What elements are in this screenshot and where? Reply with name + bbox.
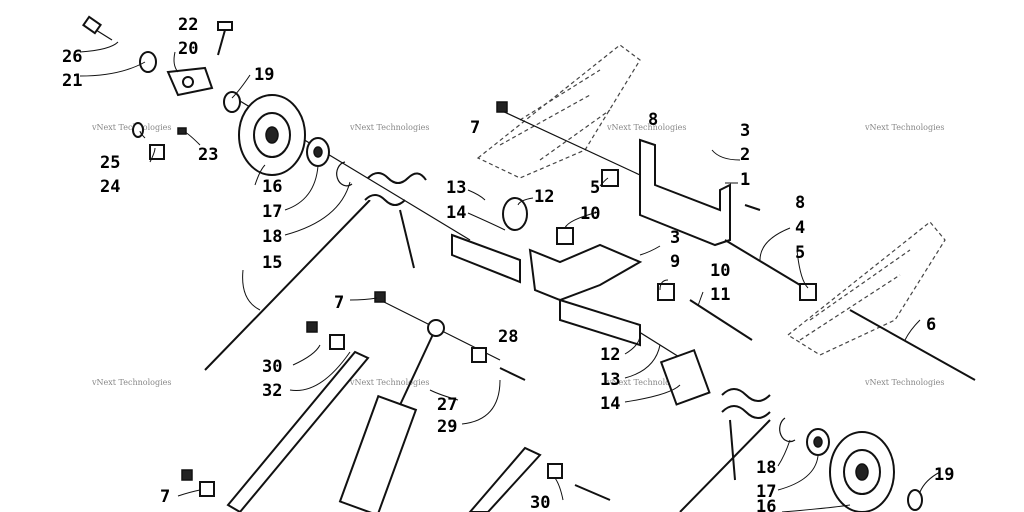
wheel-16 [238,94,306,176]
callout-8: 8 [795,193,805,213]
pin-23 [177,127,187,135]
callout-21: 21 [62,71,82,91]
callout-11: 11 [710,285,730,305]
callout-4: 4 [795,218,805,238]
callout-labels: 26 22 20 21 19 7 8 3 2 1 25 24 23 16 17 … [62,15,954,512]
bushings-upper-right [556,169,817,301]
watermark: vNext Technologies [91,378,171,387]
callout-32: 32 [262,381,282,401]
callout-7: 7 [334,293,344,313]
callout-18: 18 [262,227,282,247]
washer-19 [223,91,241,113]
callout-18: 18 [756,458,776,478]
watermark: vNext Technologies [349,378,429,387]
watermark: vNext Technologies [606,378,686,387]
callout-27: 27 [437,395,457,415]
snap-ring-18 [336,161,353,187]
watermarks: vNext Technologies vNext Technologies vN… [91,123,944,387]
link-arm-32 [226,350,370,512]
callout-5: 5 [795,243,805,263]
callout-12: 12 [534,187,554,207]
leader-lines [79,41,941,512]
callout-28: 28 [498,327,518,347]
callout-3: 3 [670,228,680,248]
bearing-17b [806,428,830,456]
callout-24: 24 [100,177,120,197]
callout-12: 12 [600,345,620,365]
bearing-17 [306,137,330,167]
callout-26: 26 [62,47,82,67]
callout-17: 17 [262,202,282,222]
callout-7: 7 [160,487,170,507]
shafts [689,239,976,381]
small-bushings [181,101,563,497]
callout-2: 2 [740,145,750,165]
callout-13: 13 [600,370,620,390]
bushing-21 [139,51,157,73]
watermark: vNext Technologies [606,123,686,132]
callout-30: 30 [530,493,550,512]
bolts [499,204,761,501]
spring-arm-15 [204,172,427,371]
watermark: vNext Technologies [864,123,944,132]
rail-upper [476,44,641,179]
spring-lower [659,348,771,512]
callout-6: 6 [926,315,936,335]
callout-23: 23 [198,145,218,165]
watermark: vNext Technologies [349,123,429,132]
callout-25: 25 [100,153,120,173]
callout-10: 10 [710,261,730,281]
callout-9: 9 [670,252,680,272]
clamp-20 [166,66,214,97]
callout-19: 19 [934,465,954,485]
pivot-shaft [451,197,643,347]
callout-17: 17 [756,482,776,502]
callout-7: 7 [470,118,480,138]
callout-30: 30 [262,357,282,377]
snap-ring-18b [779,417,796,443]
watermark: vNext Technologies [91,123,171,132]
callout-15: 15 [262,253,282,273]
callout-16: 16 [756,497,776,512]
callout-22: 22 [178,15,198,35]
watermark: vNext Technologies [864,378,944,387]
callout-13: 13 [446,178,466,198]
callout-29: 29 [437,417,457,437]
washer-19b [907,489,923,511]
callout-14: 14 [600,394,620,414]
callout-5: 5 [590,178,600,198]
bolt-22 [217,21,233,56]
bolt-26 [82,15,113,41]
bracket-1 [639,138,731,247]
callout-14: 14 [446,203,466,223]
callout-3: 3 [740,121,750,141]
callout-10: 10 [580,204,600,224]
callout-19: 19 [254,65,274,85]
callout-8: 8 [648,110,658,130]
shock-absorber-27 [338,319,445,512]
callout-16: 16 [262,177,282,197]
callout-1: 1 [740,170,750,190]
wheel-16b [829,431,895,512]
rail-lower [786,221,946,356]
link-arm-lower [468,446,542,512]
callout-20: 20 [178,39,198,59]
